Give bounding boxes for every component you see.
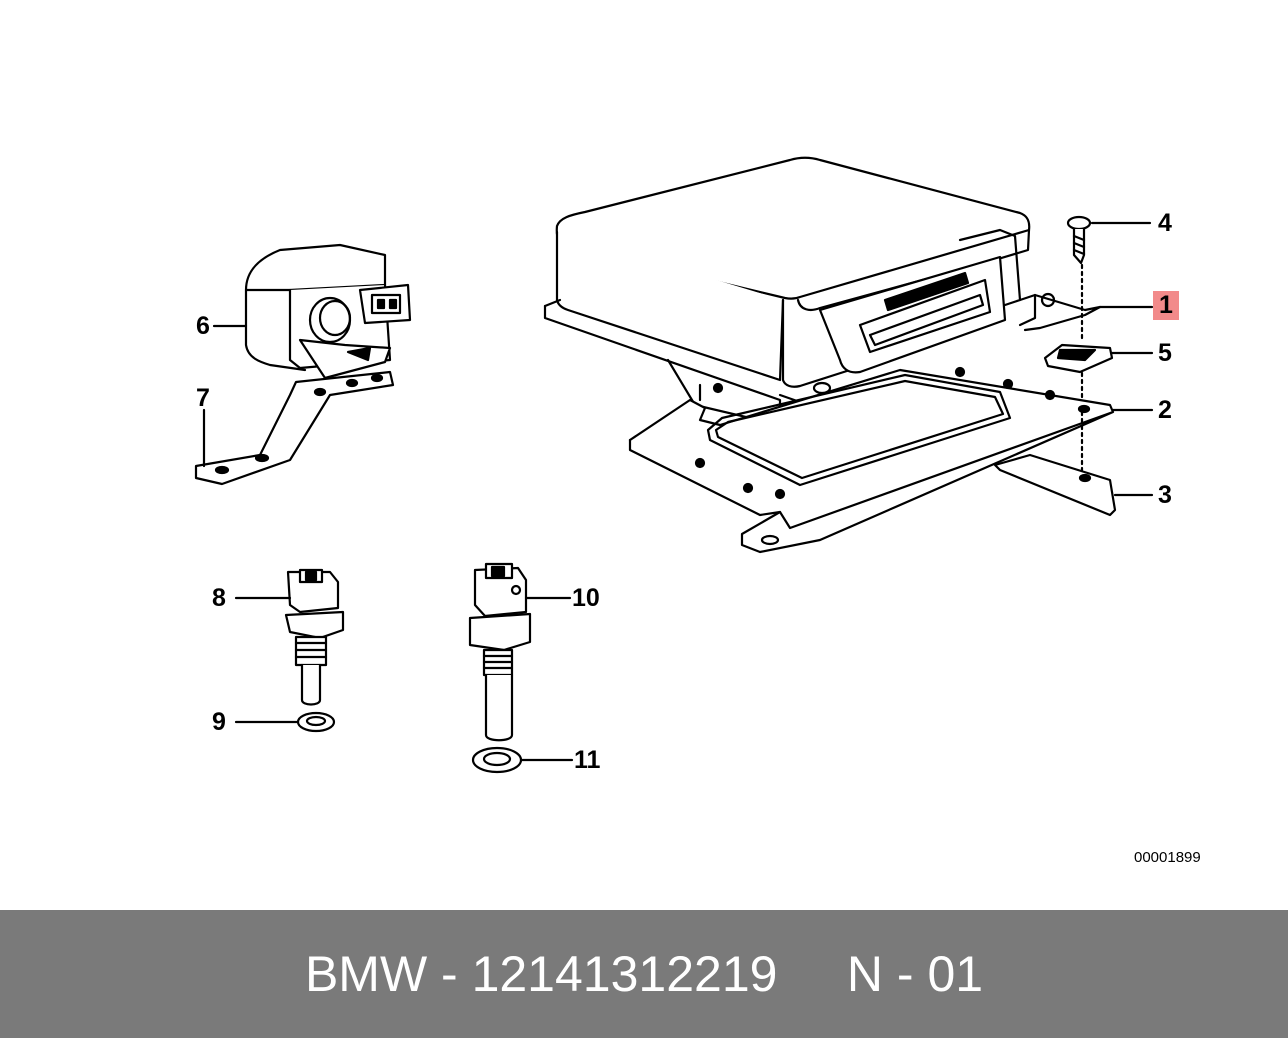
part-number-caption: BMW - 12141312219 N - 01 <box>304 946 984 1002</box>
parts-diagram: 4 1 5 2 3 6 7 8 9 10 11 00001899 <box>194 156 1201 866</box>
callout-4: 4 <box>1158 209 1172 237</box>
callout-1-highlighted: 1 <box>1153 291 1179 320</box>
washer-part-9 <box>234 711 336 733</box>
control-unit-part-1 <box>543 156 1102 427</box>
callout-9: 9 <box>212 708 226 736</box>
callout-5: 5 <box>1158 339 1172 367</box>
callout-2: 2 <box>1158 396 1172 424</box>
temp-sensor-part-10 <box>468 562 572 742</box>
footer-bar: BMW - 12141312219 N - 01 <box>0 910 1288 1038</box>
mounting-plate-part-2 <box>628 366 1154 554</box>
callout-7: 7 <box>196 384 210 412</box>
temp-sensor-part-8 <box>234 568 345 706</box>
parts-diagram-drawing <box>194 156 1154 774</box>
callout-11: 11 <box>574 746 601 774</box>
sensor-part-6 <box>212 243 412 380</box>
callout-8: 8 <box>212 584 226 612</box>
callout-3: 3 <box>1158 481 1172 509</box>
diagram-reference-number: 00001899 <box>1134 849 1201 866</box>
washer-part-11 <box>471 746 574 774</box>
bracket-part-3 <box>993 410 1154 517</box>
callout-6: 6 <box>196 312 210 340</box>
screw-part-4 <box>1066 215 1152 342</box>
callout-10: 10 <box>572 584 600 612</box>
clip-nut-part-5 <box>1043 343 1154 404</box>
bracket-part-7 <box>194 370 395 486</box>
